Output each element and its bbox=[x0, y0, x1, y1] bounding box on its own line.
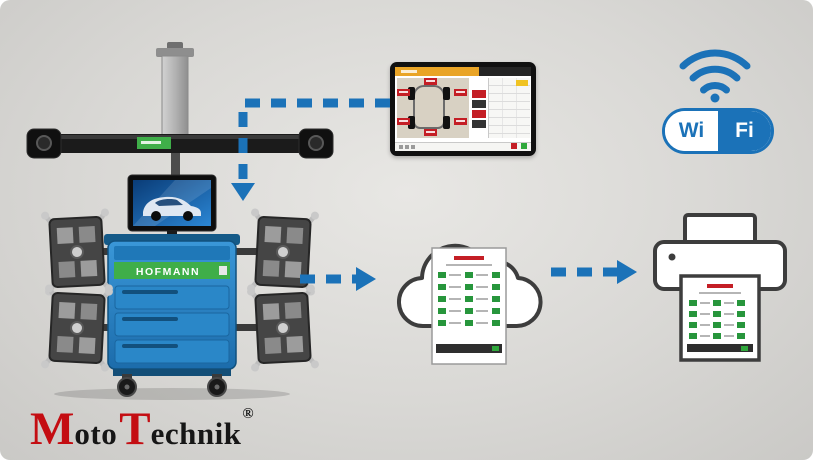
drawer-2 bbox=[114, 312, 230, 337]
screen-header-mark bbox=[401, 70, 417, 73]
screen-header-dark-segment bbox=[479, 67, 531, 76]
wifi-signal-icon bbox=[679, 49, 751, 103]
readout-box bbox=[472, 120, 486, 128]
wheel-target-lower-right bbox=[247, 284, 319, 372]
alert-indicator bbox=[511, 143, 517, 149]
machine-monitor bbox=[127, 174, 217, 244]
center-readout-column bbox=[471, 78, 487, 138]
status-icon bbox=[411, 145, 415, 149]
readout-box bbox=[472, 110, 486, 118]
cloud-storage-icon bbox=[397, 243, 543, 365]
beam-brand-mark bbox=[141, 141, 161, 144]
mototechnik-logo: M oto T echnik ® bbox=[30, 406, 254, 453]
registered-trademark-symbol: ® bbox=[242, 406, 254, 422]
cloud-report-document bbox=[431, 247, 507, 365]
casters bbox=[117, 374, 227, 397]
logo-letter-t: T bbox=[119, 403, 151, 455]
brand-stripe bbox=[114, 262, 230, 279]
drawer-3 bbox=[114, 339, 230, 364]
alignment-software-screen bbox=[395, 67, 531, 151]
wifi-wi-half: Wi bbox=[665, 111, 718, 151]
wheel-target-upper-left bbox=[41, 208, 113, 296]
printed-report-page bbox=[679, 274, 761, 362]
measurement-value-box bbox=[397, 89, 410, 96]
wheel-aligner-machine: HOFMANN bbox=[26, 42, 334, 400]
camera-tower bbox=[156, 42, 194, 142]
monitor-mount bbox=[171, 153, 180, 175]
wifi-logo-badge: Wi Fi bbox=[662, 108, 774, 154]
vehicle-outline bbox=[413, 85, 445, 129]
alignment-software-tablet bbox=[390, 62, 536, 156]
machine-cabinet: HOFMANN bbox=[104, 234, 240, 376]
screen-status-bar bbox=[395, 142, 531, 151]
wheel-target-upper-right bbox=[247, 208, 319, 296]
spec-table-panel bbox=[488, 78, 530, 138]
measurement-value-box bbox=[454, 118, 467, 125]
wheel-rear-left bbox=[408, 116, 415, 129]
camera-pod-left bbox=[26, 128, 62, 159]
printer-icon bbox=[653, 213, 787, 362]
logo-text-echnik: echnik bbox=[150, 416, 242, 451]
wheel-front-left bbox=[408, 87, 415, 100]
logo-text-oto: oto bbox=[74, 416, 118, 451]
status-icon bbox=[405, 145, 409, 149]
brand-stripe-mark bbox=[219, 266, 227, 275]
camera-pod-right bbox=[298, 128, 334, 159]
printer-button bbox=[668, 253, 676, 261]
machine-shadow bbox=[54, 388, 290, 400]
readout-box bbox=[472, 90, 486, 98]
measurement-value-box bbox=[424, 129, 437, 136]
cloud-report-content bbox=[436, 256, 502, 353]
screen-header-bar bbox=[395, 67, 531, 76]
target-arms bbox=[97, 248, 262, 331]
machine-brand-label: HOFMANN bbox=[136, 266, 200, 278]
highlighted-spec-cell bbox=[516, 80, 528, 86]
readout-box bbox=[472, 100, 486, 108]
camera-beam bbox=[26, 128, 334, 175]
wifi-wi-label: Wi bbox=[678, 119, 705, 142]
vehicle-top-view-panel bbox=[397, 78, 469, 138]
logo-letter-m: M bbox=[30, 403, 75, 455]
wifi-fi-label: Fi bbox=[735, 119, 754, 142]
measurement-value-box bbox=[397, 118, 410, 125]
wheel-front-right bbox=[443, 87, 450, 100]
wheel-rear-right bbox=[443, 116, 450, 129]
measurement-value-box bbox=[454, 89, 467, 96]
drawer-1 bbox=[114, 285, 230, 310]
ok-indicator bbox=[521, 143, 527, 149]
status-icon bbox=[399, 145, 403, 149]
wifi-fi-half: Fi bbox=[718, 111, 771, 151]
measurement-value-box bbox=[424, 78, 437, 85]
wheel-target-lower-left bbox=[41, 284, 113, 372]
printed-report-content bbox=[687, 284, 753, 352]
